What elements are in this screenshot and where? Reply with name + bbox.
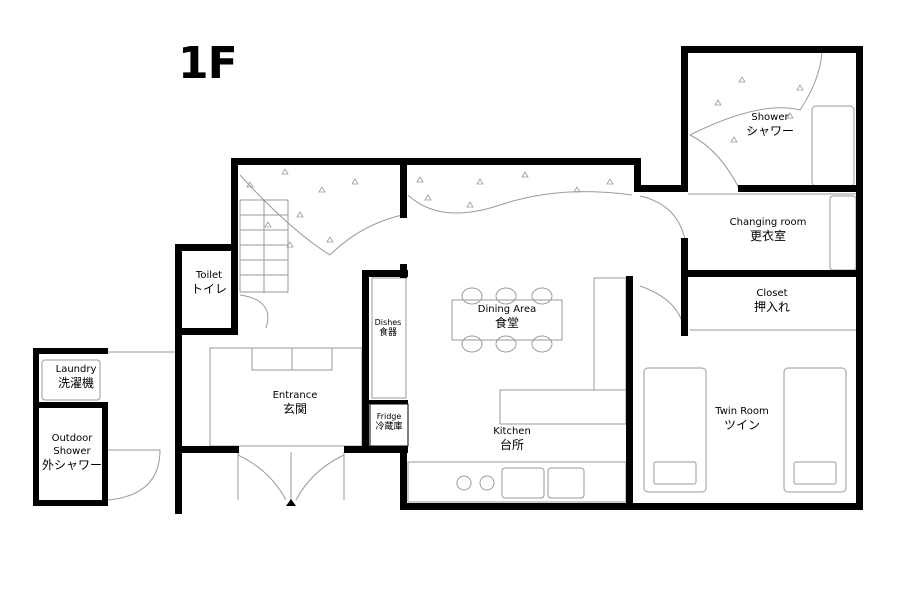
floor-title: 1F — [178, 38, 238, 89]
walls — [33, 46, 863, 514]
garden-marker — [281, 168, 289, 175]
garden-marker — [351, 178, 359, 185]
garden-marker — [326, 236, 334, 243]
garden-marker — [318, 186, 326, 193]
garden-marker — [521, 171, 529, 178]
interior-lines — [41, 105, 858, 503]
garden-marker — [246, 181, 254, 188]
garden-marker — [786, 112, 794, 119]
garden-marker — [296, 211, 304, 218]
garden-marker — [730, 136, 738, 143]
garden-marker — [466, 201, 474, 208]
garden-marker — [424, 194, 432, 201]
garden-marker — [738, 76, 746, 83]
garden-marker — [606, 178, 614, 185]
garden-marker — [573, 186, 581, 193]
garden-marker — [264, 221, 272, 228]
entrance-arrow-icon — [286, 499, 296, 506]
garden-marker — [714, 99, 722, 106]
garden-marker — [796, 84, 804, 91]
fridge-outline — [369, 403, 409, 447]
garden-areas — [239, 51, 823, 256]
garden-marker — [748, 126, 756, 133]
garden-marker — [416, 176, 424, 183]
garden-marker — [476, 178, 484, 185]
